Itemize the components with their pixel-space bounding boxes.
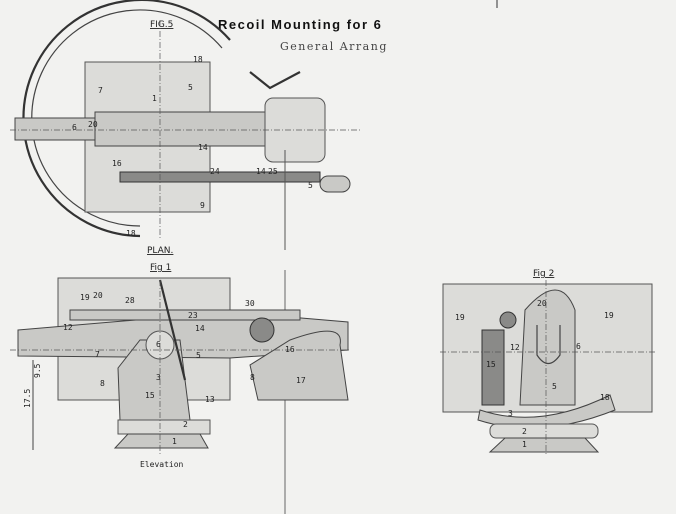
part-label: 18 <box>600 393 610 402</box>
part-label: 14 <box>198 143 208 152</box>
fig1-caption: Fig 1 <box>150 263 171 273</box>
part-label: 5 <box>552 382 557 391</box>
dimension-label: 17.5 <box>23 389 32 408</box>
fig1-elevation-view: 19 20 28 12 7 6 14 23 30 5 3 8 15 2 1 16… <box>10 277 350 469</box>
part-label: 24 <box>210 167 220 176</box>
part-label: 20 <box>93 291 103 300</box>
drawing-subtitle: General Arrang <box>280 40 388 53</box>
part-label: 16 <box>112 159 122 168</box>
part-label: 5 <box>196 351 201 360</box>
part-label: 25 <box>268 167 278 176</box>
base-ring <box>117 419 211 435</box>
part-label: 19 <box>604 311 614 320</box>
part-label: 2 <box>522 427 527 436</box>
part-label: 6 <box>72 123 77 132</box>
breech-ring <box>536 325 561 365</box>
part-label: 7 <box>98 86 103 95</box>
base-plate <box>113 433 209 449</box>
part-label: 23 <box>188 311 198 320</box>
part-label: 8 <box>100 379 105 388</box>
part-label: 13 <box>205 395 215 404</box>
part-label: 8 <box>250 373 255 382</box>
part-label: 30 <box>245 299 255 308</box>
part-label: 28 <box>125 296 135 305</box>
part-label: 3 <box>156 373 161 382</box>
part-label: 15 <box>145 391 155 400</box>
recuperator-spring <box>481 329 505 406</box>
part-label: 19 <box>455 313 465 322</box>
part-label: 7 <box>95 350 100 359</box>
base-plate-end <box>488 437 600 453</box>
fig2-end-view: Fig 2 20 19 19 12 15 6 5 18 3 2 1 <box>440 269 655 455</box>
part-label: 17 <box>296 376 306 385</box>
elevating-rod <box>119 171 321 183</box>
part-label: 12 <box>510 343 520 352</box>
part-label: 20 <box>88 120 98 129</box>
part-label: 14 <box>256 167 266 176</box>
part-label: 18 <box>193 55 203 64</box>
elevating-gear <box>499 311 517 329</box>
drawing-title: Recoil Mounting for 6 <box>218 17 382 32</box>
part-label: 18 <box>126 229 136 238</box>
part-label: 5 <box>308 181 313 190</box>
part-label: 20 <box>537 299 547 308</box>
fig5-plan-view: FIG.5 18 7 1 5 20 6 14 16 24 14 25 5 18 … <box>10 0 360 273</box>
elevation-caption: Elevation <box>140 460 184 469</box>
dimension-label: 9.5 <box>33 363 42 378</box>
part-label: 2 <box>183 420 188 429</box>
fig2-caption: Fig 2 <box>533 269 554 279</box>
barrel-muzzle <box>14 117 96 141</box>
part-label: 6 <box>576 342 581 351</box>
cradle-end <box>519 289 576 406</box>
plan-caption: PLAN. <box>147 246 173 256</box>
part-label: 1 <box>172 437 177 446</box>
handwheel-plan <box>319 175 351 193</box>
base-ring-end <box>489 423 599 439</box>
shoulder-piece <box>249 330 349 401</box>
part-label: 12 <box>63 323 73 332</box>
part-label: 14 <box>195 324 205 333</box>
shield-arc-outer <box>22 0 231 238</box>
part-label: 19 <box>80 293 90 302</box>
elevating-arm <box>158 279 187 381</box>
part-label: 6 <box>156 340 161 349</box>
breech-lever <box>249 71 301 90</box>
cradle <box>94 111 266 147</box>
fig5-caption: FIG.5 <box>150 20 173 30</box>
part-label: 1 <box>522 440 527 449</box>
part-label: 16 <box>285 345 295 354</box>
shield-arc-inner <box>31 9 223 227</box>
part-label: 9 <box>200 201 205 210</box>
handwheel <box>249 317 275 343</box>
part-label: 1 <box>152 94 157 103</box>
recuperator <box>69 309 301 321</box>
part-label: 15 <box>486 360 496 369</box>
part-label: 3 <box>508 409 513 418</box>
part-label: 5 <box>188 83 193 92</box>
